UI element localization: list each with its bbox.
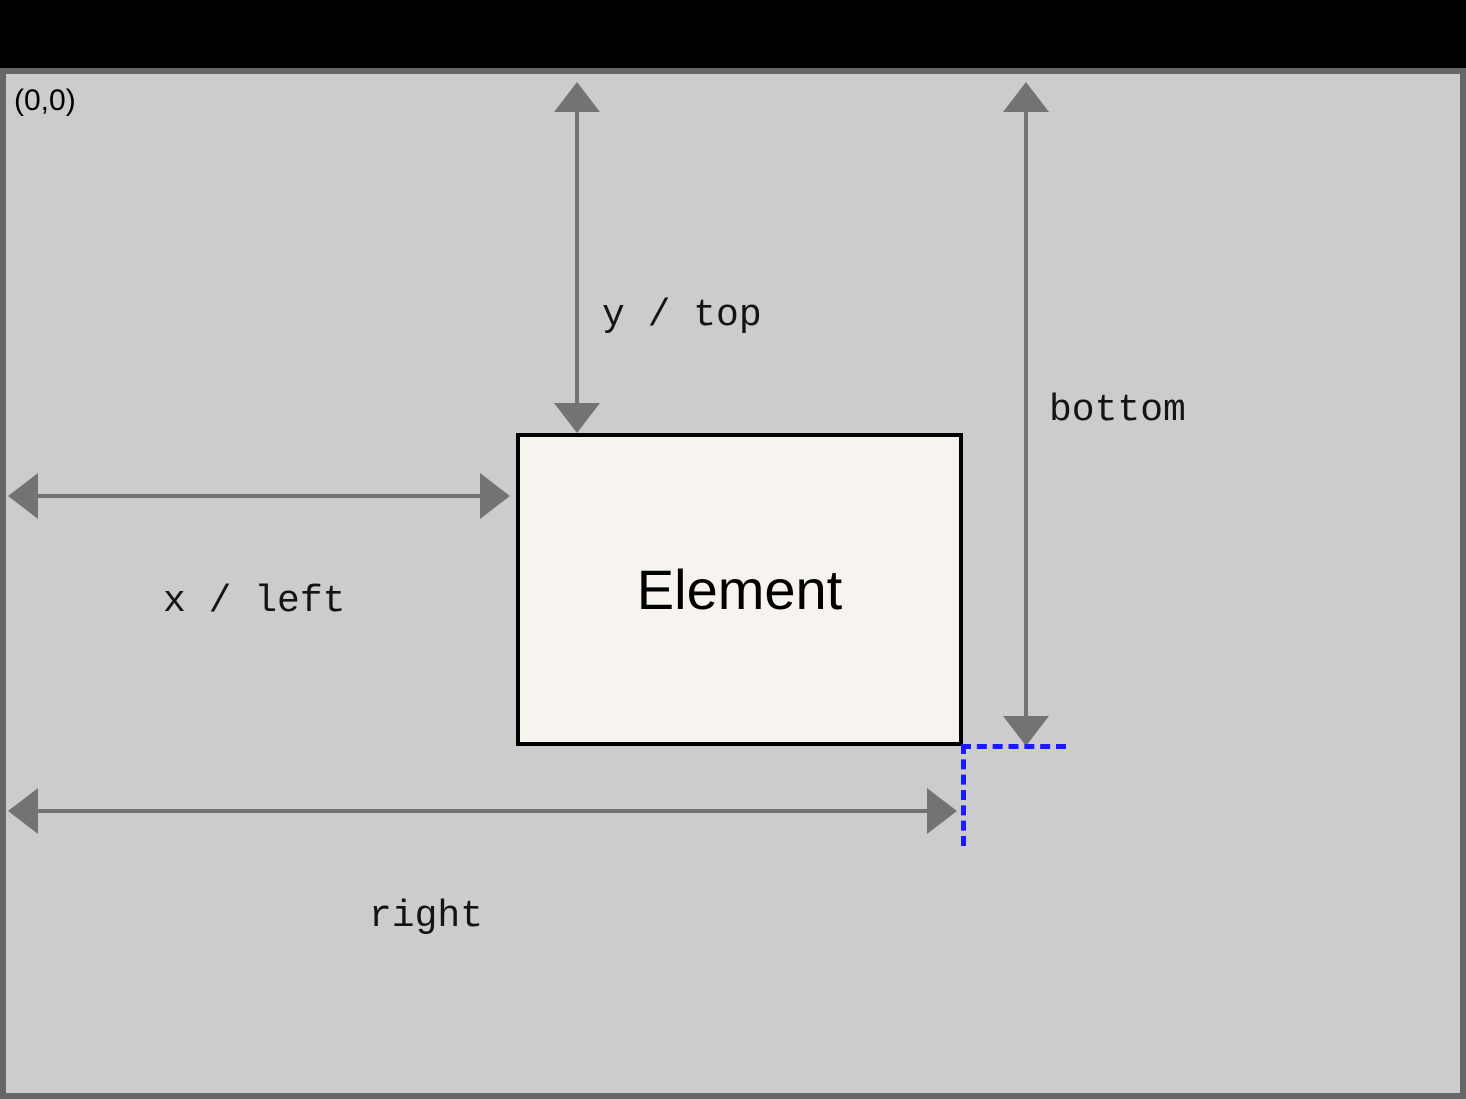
arrowhead-right-icon [927,788,957,834]
arrowhead-left-icon [8,473,38,519]
arrowhead-down-icon [554,403,600,433]
arrow-shaft-horizontal [36,809,935,813]
guide-line-horizontal [961,744,1066,749]
viewport-canvas: (0,0) y / top x / left bottom rig [0,68,1466,1099]
arrow-shaft-vertical [575,110,579,405]
arrowhead-right-icon [480,473,510,519]
arrowhead-up-icon [1003,82,1049,112]
guide-line-vertical [961,744,966,846]
arrowhead-left-icon [8,788,38,834]
measure-label-bottom: bottom [1049,389,1186,432]
arrowhead-down-icon [1003,716,1049,746]
origin-label: (0,0) [14,84,76,117]
arrow-shaft-vertical [1024,110,1028,718]
measure-label-y-top: y / top [602,294,762,337]
measure-label-x-left: x / left [163,580,346,623]
arrow-shaft-horizontal [36,494,488,498]
element-box-label: Element [636,557,843,621]
element-box[interactable]: Element [516,433,963,746]
top-black-band [0,0,1466,68]
arrowhead-up-icon [554,82,600,112]
measure-label-right: right [369,895,484,938]
